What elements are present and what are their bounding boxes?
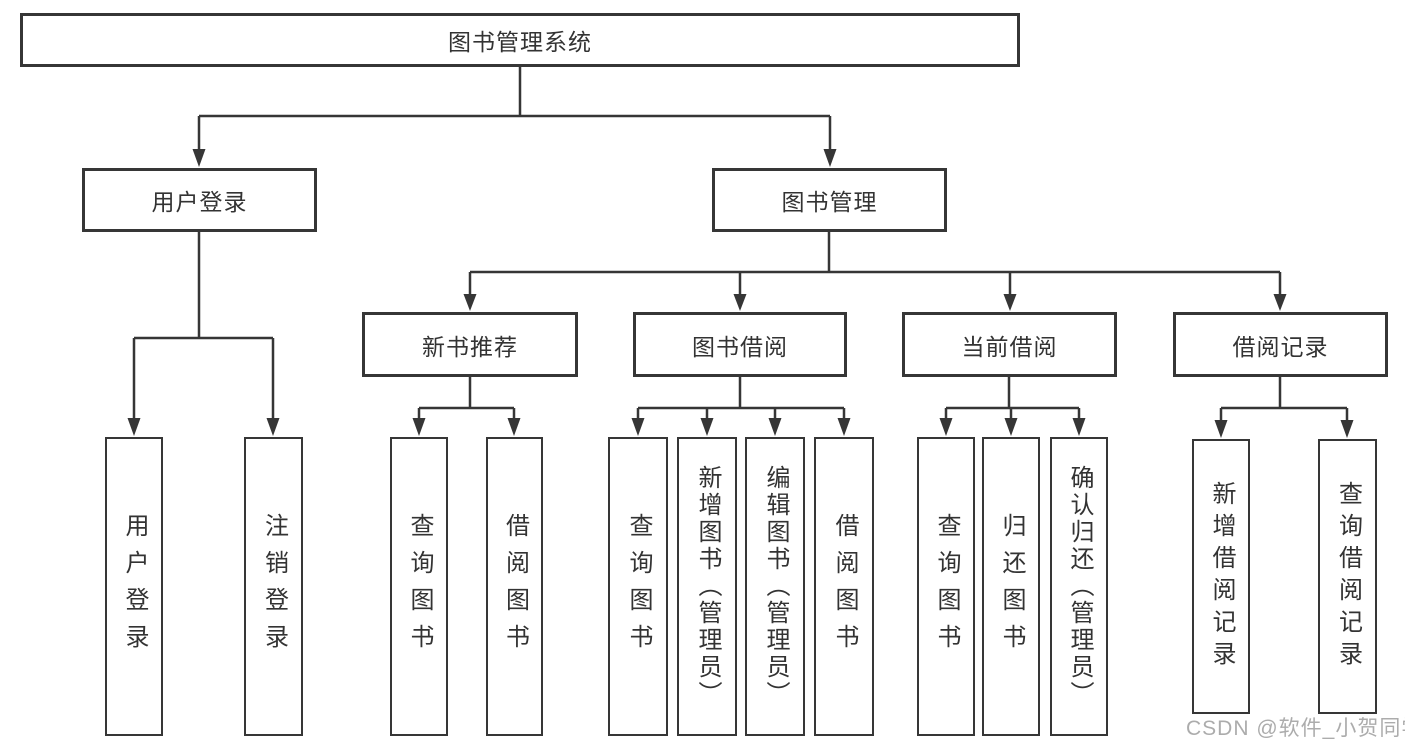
leaf-borrowing-borrow-books: 借阅图书 — [814, 437, 874, 736]
csdn-watermark: CSDN @软件_小贺同学 — [1186, 717, 1405, 740]
root-label: 图书管理系统 — [448, 29, 592, 55]
leaf-recommend-query-books: 查询图书 — [390, 437, 448, 736]
node-current-borrowing: 当前借阅 — [902, 312, 1117, 377]
leaf-current-query-books: 查询图书 — [917, 437, 975, 736]
node-book-borrowing: 图书借阅 — [633, 312, 847, 377]
leaf-records-query-borrow-record: 查询借阅记录 — [1318, 439, 1377, 714]
node-new-book-recommend-label: 新书推荐 — [422, 333, 518, 360]
leaf-user-login: 用户登录 — [105, 437, 163, 736]
leaf-records-add-borrow-record: 新增借阅记录 — [1192, 439, 1250, 714]
node-current-borrowing-label: 当前借阅 — [961, 333, 1058, 360]
branch-book-management: 图书管理 — [712, 168, 947, 232]
leaf-logout: 注销登录 — [244, 437, 303, 736]
leaf-recommend-borrow-books: 借阅图书 — [486, 437, 543, 736]
leaf-borrowing-add-books-admin: 新增图书（管理员） — [677, 437, 737, 736]
node-borrowing-records: 借阅记录 — [1173, 312, 1388, 377]
node-borrowing-records-label: 借阅记录 — [1232, 333, 1329, 360]
root-box-library-management-system: 图书管理系统 — [20, 13, 1020, 67]
branch-user-login-label: 用户登录 — [151, 189, 248, 215]
leaf-borrowing-edit-books-admin: 编辑图书（管理员） — [745, 437, 805, 736]
leaf-current-confirm-return-admin: 确认归还（管理员） — [1050, 437, 1108, 736]
node-book-borrowing-label: 图书借阅 — [692, 333, 788, 360]
branch-user-login: 用户登录 — [82, 168, 317, 232]
leaf-current-return-books: 归还图书 — [982, 437, 1040, 736]
node-new-book-recommend: 新书推荐 — [362, 312, 578, 377]
leaf-borrowing-query-books: 查询图书 — [608, 437, 668, 736]
branch-book-management-label: 图书管理 — [781, 189, 878, 215]
